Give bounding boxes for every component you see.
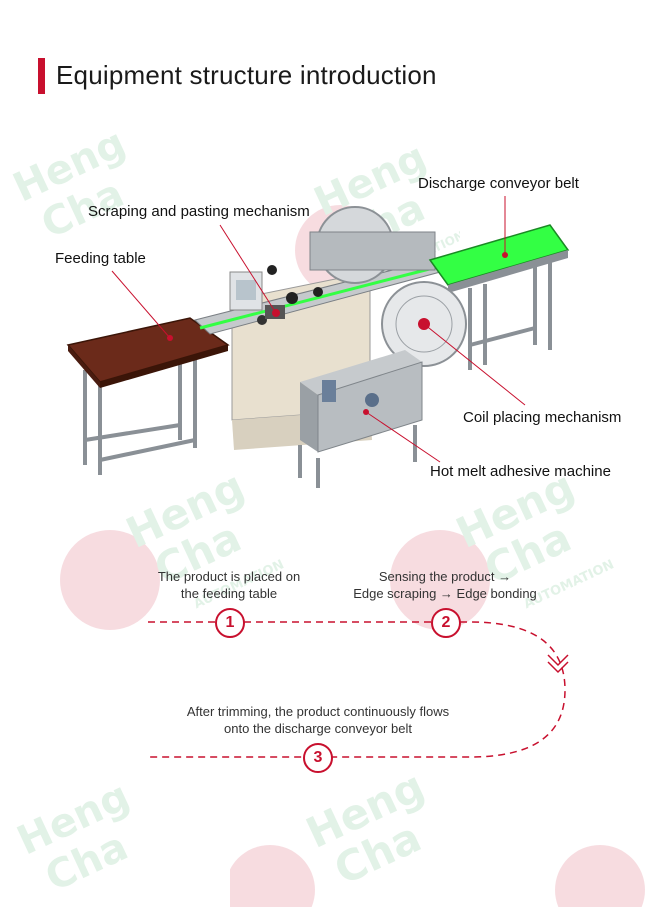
label-hot-melt: Hot melt adhesive machine — [430, 463, 611, 480]
feeding-table — [83, 352, 197, 475]
flow-arrow-icon — [547, 654, 569, 674]
step-3-text: After trimming, the product continuously… — [186, 704, 450, 736]
scraping-mechanism — [229, 265, 323, 325]
page-title: Equipment structure introduction — [56, 60, 437, 90]
hot-melt-machine — [298, 350, 423, 488]
step-2-badge: 2 — [431, 608, 461, 638]
step-1-badge: 1 — [215, 608, 245, 638]
label-coil-placing: Coil placing mechanism — [463, 409, 622, 426]
machine-illustration — [66, 206, 570, 488]
step-2-text: Sensing the product →Edge scraping → Edg… — [353, 569, 537, 601]
label-discharge-conveyor: Discharge conveyor belt — [418, 175, 579, 192]
label-feeding-table: Feeding table — [55, 250, 146, 267]
callout-leader-lines — [111, 196, 526, 463]
label-scraping-mechanism: Scraping and pasting mechanism — [88, 203, 310, 220]
discharge-conveyor — [428, 224, 570, 370]
coil-reel-top — [309, 206, 436, 284]
title-accent-bar — [38, 58, 45, 94]
step-3-badge: 3 — [303, 743, 333, 773]
